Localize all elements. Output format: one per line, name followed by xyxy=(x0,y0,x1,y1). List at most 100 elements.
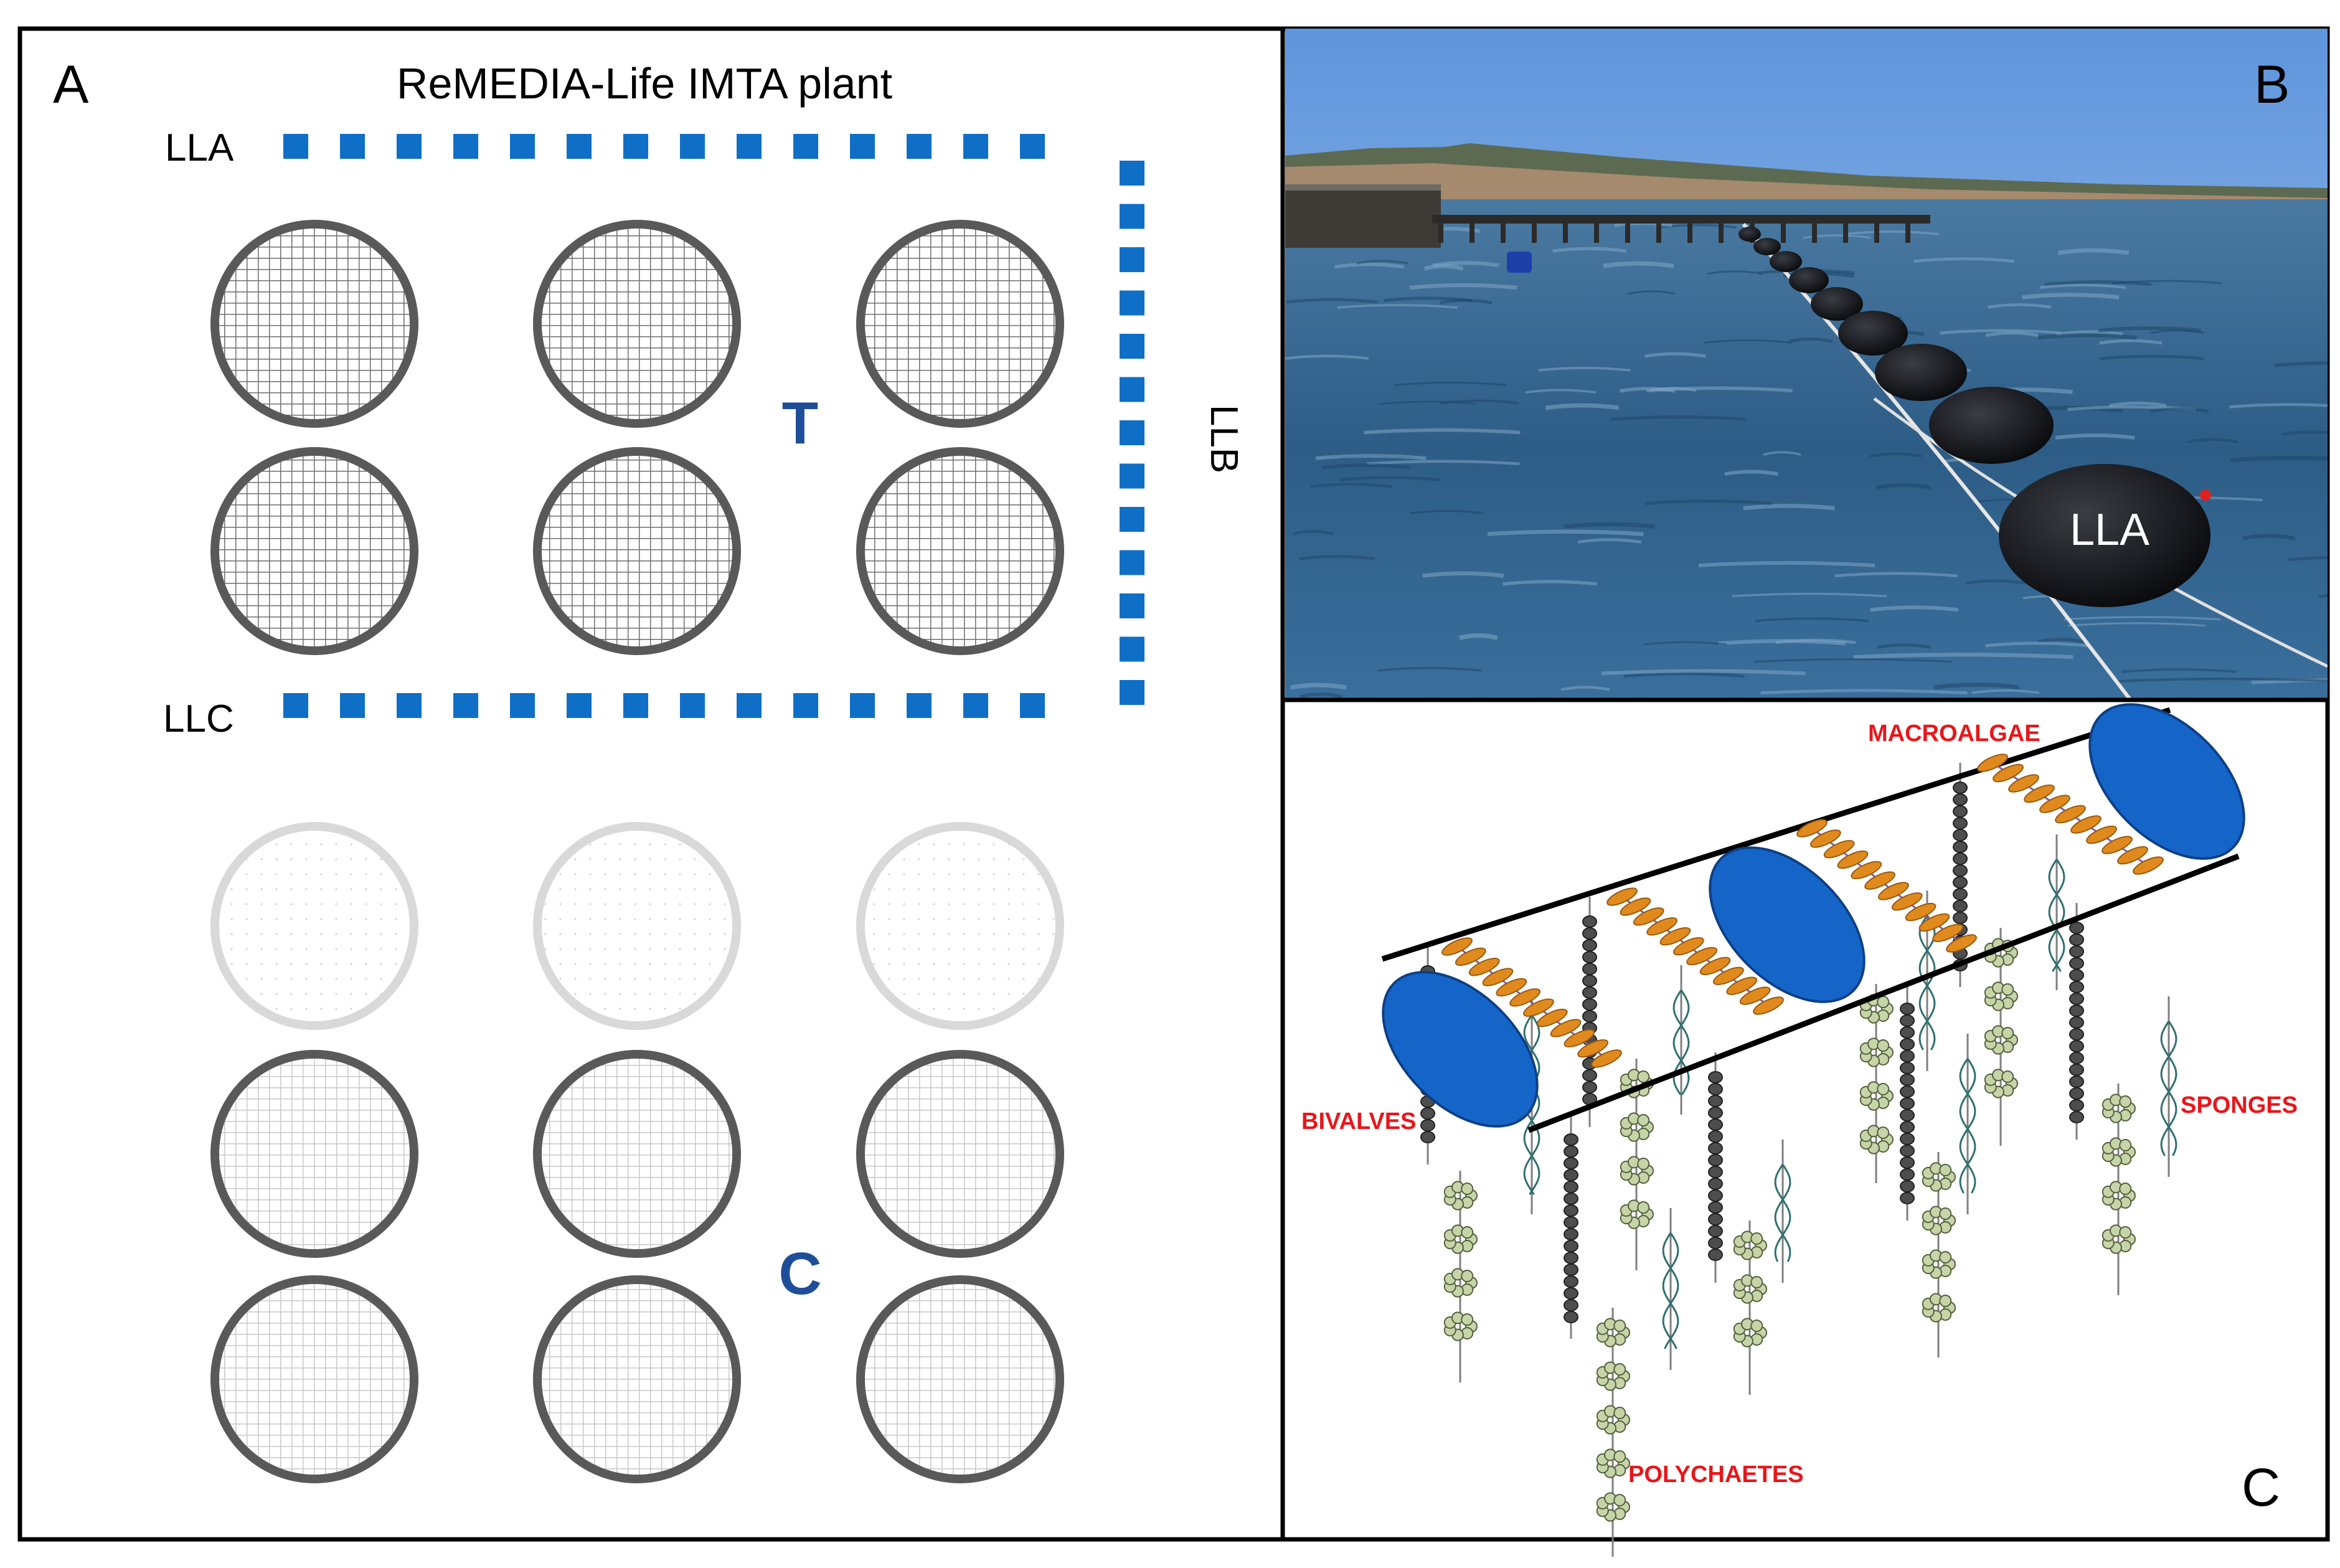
bivalve xyxy=(2069,1028,2084,1041)
bivalve xyxy=(1564,1181,1578,1193)
macroalgae-blade xyxy=(2133,856,2164,875)
macroalgae-blade xyxy=(2117,846,2148,865)
bivalve xyxy=(1708,1237,1723,1249)
longline-bottom xyxy=(1527,853,2240,1133)
helix-strand xyxy=(2160,1021,2177,1156)
sponge xyxy=(1637,1114,1650,1127)
bivalve xyxy=(1564,1252,1578,1264)
bivalve xyxy=(1582,915,1597,928)
buoy-label: LLA xyxy=(2070,505,2149,555)
macroalgae-blade xyxy=(1482,968,1514,986)
ripple xyxy=(1707,270,1763,275)
walkway-post xyxy=(1874,218,1879,243)
ripple xyxy=(1300,692,1342,699)
cage-control xyxy=(856,1050,1064,1258)
macroalgae-blade xyxy=(2070,815,2102,834)
longline-c-segment xyxy=(623,693,648,718)
ripple xyxy=(1877,643,1931,649)
macroalgae-blade xyxy=(1620,897,1651,916)
macroalgae-blade xyxy=(1659,927,1691,946)
bivalve xyxy=(1582,939,1597,952)
bivalve xyxy=(1708,1213,1723,1226)
ripple xyxy=(1409,509,1484,515)
ripple xyxy=(2187,438,2239,444)
bivalve xyxy=(1900,1180,1915,1193)
longline-a-segment xyxy=(1020,134,1045,159)
longline-c-segment xyxy=(283,693,308,718)
ripple xyxy=(1334,262,1405,269)
sponge xyxy=(1613,1450,1626,1463)
bivalve xyxy=(1708,1225,1723,1237)
ripple xyxy=(1337,304,1458,309)
macroalgae-label: MACROALGAE xyxy=(1868,720,2040,747)
macroalgae-blade xyxy=(1441,937,1473,956)
treatment-group-label: T xyxy=(782,390,819,456)
macroalgae-blade xyxy=(1713,966,1744,985)
longline-c-segment xyxy=(737,693,762,718)
macroalgae-blade xyxy=(1455,947,1486,966)
ripple xyxy=(1698,561,1875,567)
ripple xyxy=(1743,504,1835,511)
bivalve xyxy=(1900,1121,1915,1133)
floating-barrel xyxy=(1507,252,1532,273)
bivalve xyxy=(1564,1169,1578,1181)
ripple xyxy=(1487,529,1644,536)
helix-strand xyxy=(2160,1021,2177,1156)
panel-b-letter: B xyxy=(2254,55,2290,115)
longline-c-segment xyxy=(1020,693,1045,718)
cage-platform-left xyxy=(1285,186,1441,248)
ripple xyxy=(1310,483,1392,488)
sponge xyxy=(1939,1251,1952,1264)
bivalve xyxy=(1564,1299,1578,1311)
panel-a-letter: A xyxy=(53,55,89,115)
ripple xyxy=(1623,672,1745,678)
longline-b-segment xyxy=(1120,161,1144,186)
macroalgae-blade xyxy=(1699,956,1731,976)
walkway-post xyxy=(1594,218,1599,243)
bivalve xyxy=(1420,1131,1435,1143)
macroalgae-blade xyxy=(1726,976,1758,995)
sponge xyxy=(1461,1226,1474,1239)
macroalgae-blade xyxy=(1672,937,1704,956)
longline-b-segment xyxy=(1120,334,1144,359)
macroalgae-blade xyxy=(2008,774,2039,793)
cage-control xyxy=(533,1050,741,1258)
ripple xyxy=(2098,326,2202,333)
longline-a-segment xyxy=(340,134,365,159)
bivalve xyxy=(1708,1154,1723,1166)
ripple xyxy=(1364,428,1521,435)
ripple xyxy=(1424,264,1464,271)
buoy xyxy=(1738,227,1761,242)
longline-b-segment xyxy=(1120,680,1144,705)
walkway-post xyxy=(1719,218,1724,243)
macroalgae-blade xyxy=(1496,978,1527,997)
ripple xyxy=(2242,534,2296,541)
macroalgae-blade xyxy=(2102,836,2133,854)
ripple xyxy=(2229,403,2328,409)
helix-strand xyxy=(1662,1232,1679,1349)
macroalgae-blade xyxy=(1577,1039,1609,1058)
ripple xyxy=(2038,333,2137,340)
bivalve xyxy=(1564,1216,1578,1229)
ripple xyxy=(1367,460,1520,466)
bivalve xyxy=(1708,1201,1723,1214)
bivalve xyxy=(1900,1026,1915,1039)
longline-c-segment xyxy=(850,693,875,718)
bivalve xyxy=(1582,963,1597,975)
buoy-left xyxy=(1382,971,1539,1128)
ripple xyxy=(2230,455,2328,463)
bivalve xyxy=(1564,1157,1578,1169)
bivalve xyxy=(1564,1145,1578,1158)
ripple xyxy=(1644,499,1772,505)
bivalve xyxy=(1582,998,1597,1011)
bivalve xyxy=(1564,1311,1578,1323)
sponge xyxy=(1877,1083,1890,1096)
longline-top xyxy=(1381,707,2171,962)
macroalgae-blade xyxy=(1633,907,1664,926)
sponge xyxy=(1939,1164,1952,1177)
panel-a-plant-layout: A ReMEDIA-Life IMTA plant LLA LLC LLB T … xyxy=(53,55,1245,1483)
ripple xyxy=(1987,303,2052,309)
ripple xyxy=(1965,579,2026,585)
helix-strand xyxy=(1672,989,1690,1095)
